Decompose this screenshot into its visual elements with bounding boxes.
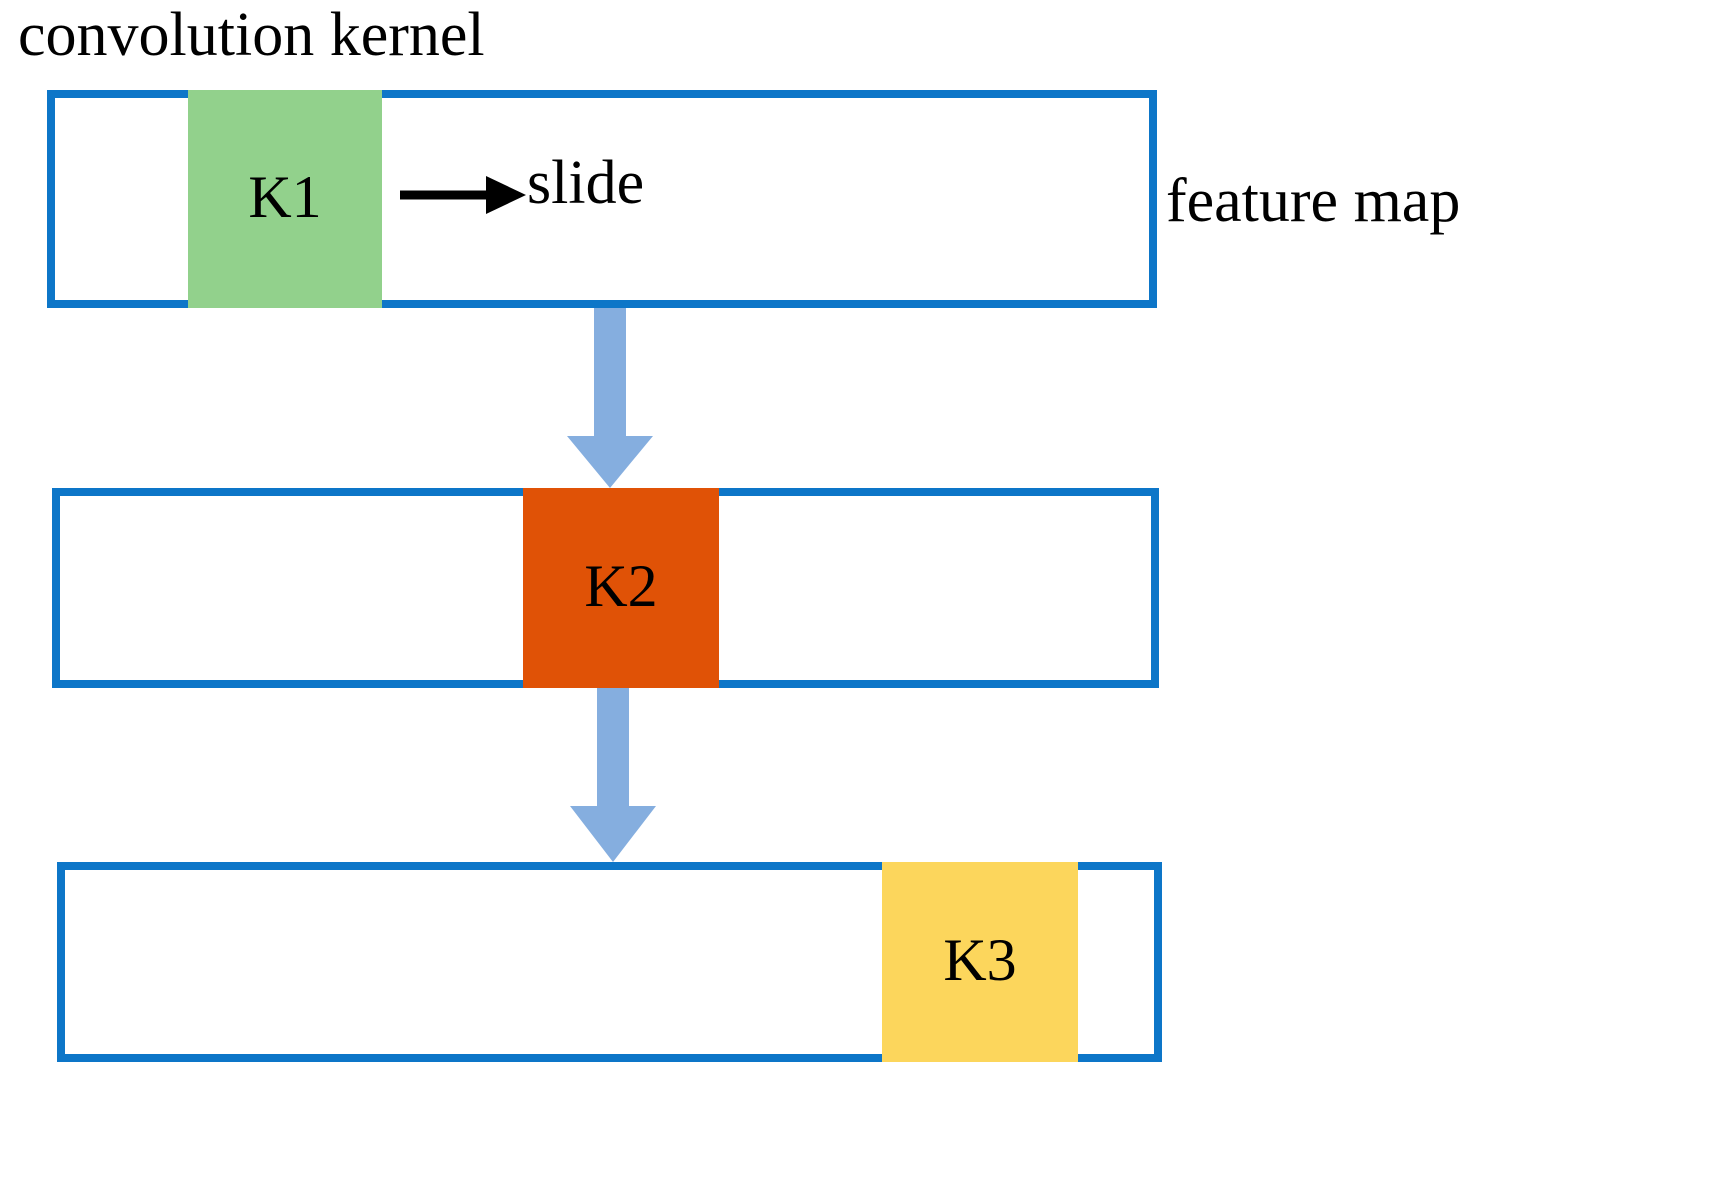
kernel-block-k1: K1	[188, 90, 382, 308]
convolution-kernel-label: convolution kernel	[18, 1, 485, 69]
kernel-block-k2: K2	[523, 488, 719, 688]
slide-arrow-icon	[400, 176, 526, 214]
kernel-k1-label: K1	[248, 164, 322, 230]
down-arrow-icon-1	[567, 308, 653, 488]
feature-map-label: feature map	[1166, 167, 1461, 235]
kernel-k2-label: K2	[584, 553, 658, 619]
feature-map-row-1: K1	[47, 90, 1157, 308]
feature-map-row-2: K2	[52, 488, 1159, 688]
feature-map-row-3: K3	[57, 862, 1162, 1062]
kernel-k3-label: K3	[943, 927, 1017, 993]
kernel-block-k3: K3	[882, 862, 1078, 1062]
down-arrow-icon-2	[570, 688, 656, 862]
slide-label: slide	[527, 149, 645, 217]
